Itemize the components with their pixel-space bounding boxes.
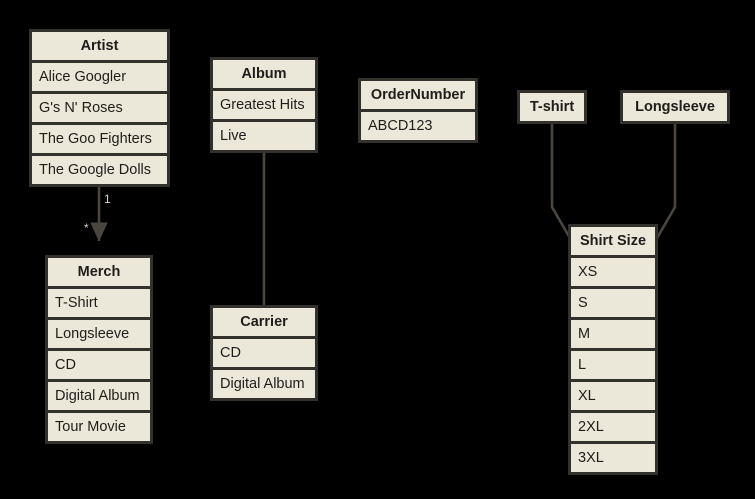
- entity-merch-row-0[interactable]: T-Shirt: [48, 289, 150, 317]
- entity-carrier[interactable]: Carrier CD Digital Album: [210, 305, 318, 401]
- entity-merch-row-3[interactable]: Digital Album: [48, 382, 150, 410]
- entity-ordernumber-row-0[interactable]: ABCD123: [361, 112, 475, 140]
- entity-shirtsize-row-5[interactable]: 2XL: [571, 413, 655, 441]
- entity-merch-row-2[interactable]: CD: [48, 351, 150, 379]
- entity-longsleeve-header: Longsleeve: [623, 93, 727, 121]
- entity-album-row-0[interactable]: Greatest Hits: [213, 91, 315, 119]
- entity-ordernumber-header: OrderNumber: [361, 81, 475, 109]
- entity-carrier-row-0[interactable]: CD: [213, 339, 315, 367]
- entity-merch-header: Merch: [48, 258, 150, 286]
- entity-tshirt[interactable]: T-shirt: [517, 90, 587, 124]
- entity-shirtsize-row-1[interactable]: S: [571, 289, 655, 317]
- entity-album-row-1[interactable]: Live: [213, 122, 315, 150]
- entity-artist-row-2[interactable]: The Goo Fighters: [32, 125, 167, 153]
- entity-merch-row-1[interactable]: Longsleeve: [48, 320, 150, 348]
- entity-tshirt-header: T-shirt: [520, 93, 584, 121]
- entity-shirtsize[interactable]: Shirt Size XS S M L XL 2XL 3XL: [568, 224, 658, 475]
- entity-artist-header: Artist: [32, 32, 167, 60]
- entity-album-header: Album: [213, 60, 315, 88]
- entity-shirtsize-row-0[interactable]: XS: [571, 258, 655, 286]
- entity-carrier-header: Carrier: [213, 308, 315, 336]
- edge-label-artist-merch-target: *: [84, 221, 89, 235]
- entity-shirtsize-row-2[interactable]: M: [571, 320, 655, 348]
- entity-shirtsize-row-3[interactable]: L: [571, 351, 655, 379]
- entity-carrier-row-1[interactable]: Digital Album: [213, 370, 315, 398]
- entity-merch[interactable]: Merch T-Shirt Longsleeve CD Digital Albu…: [45, 255, 153, 444]
- entity-album[interactable]: Album Greatest Hits Live: [210, 57, 318, 153]
- entity-longsleeve[interactable]: Longsleeve: [620, 90, 730, 124]
- entity-shirtsize-row-6[interactable]: 3XL: [571, 444, 655, 472]
- entity-ordernumber[interactable]: OrderNumber ABCD123: [358, 78, 478, 143]
- entity-artist[interactable]: Artist Alice Googler G's N' Roses The Go…: [29, 29, 170, 187]
- entity-merch-row-4[interactable]: Tour Movie: [48, 413, 150, 441]
- entity-shirtsize-row-4[interactable]: XL: [571, 382, 655, 410]
- entity-artist-row-0[interactable]: Alice Googler: [32, 63, 167, 91]
- entity-artist-row-1[interactable]: G's N' Roses: [32, 94, 167, 122]
- edge-label-artist-merch-source: 1: [104, 192, 111, 206]
- entity-artist-row-3[interactable]: The Google Dolls: [32, 156, 167, 184]
- entity-shirtsize-header: Shirt Size: [571, 227, 655, 255]
